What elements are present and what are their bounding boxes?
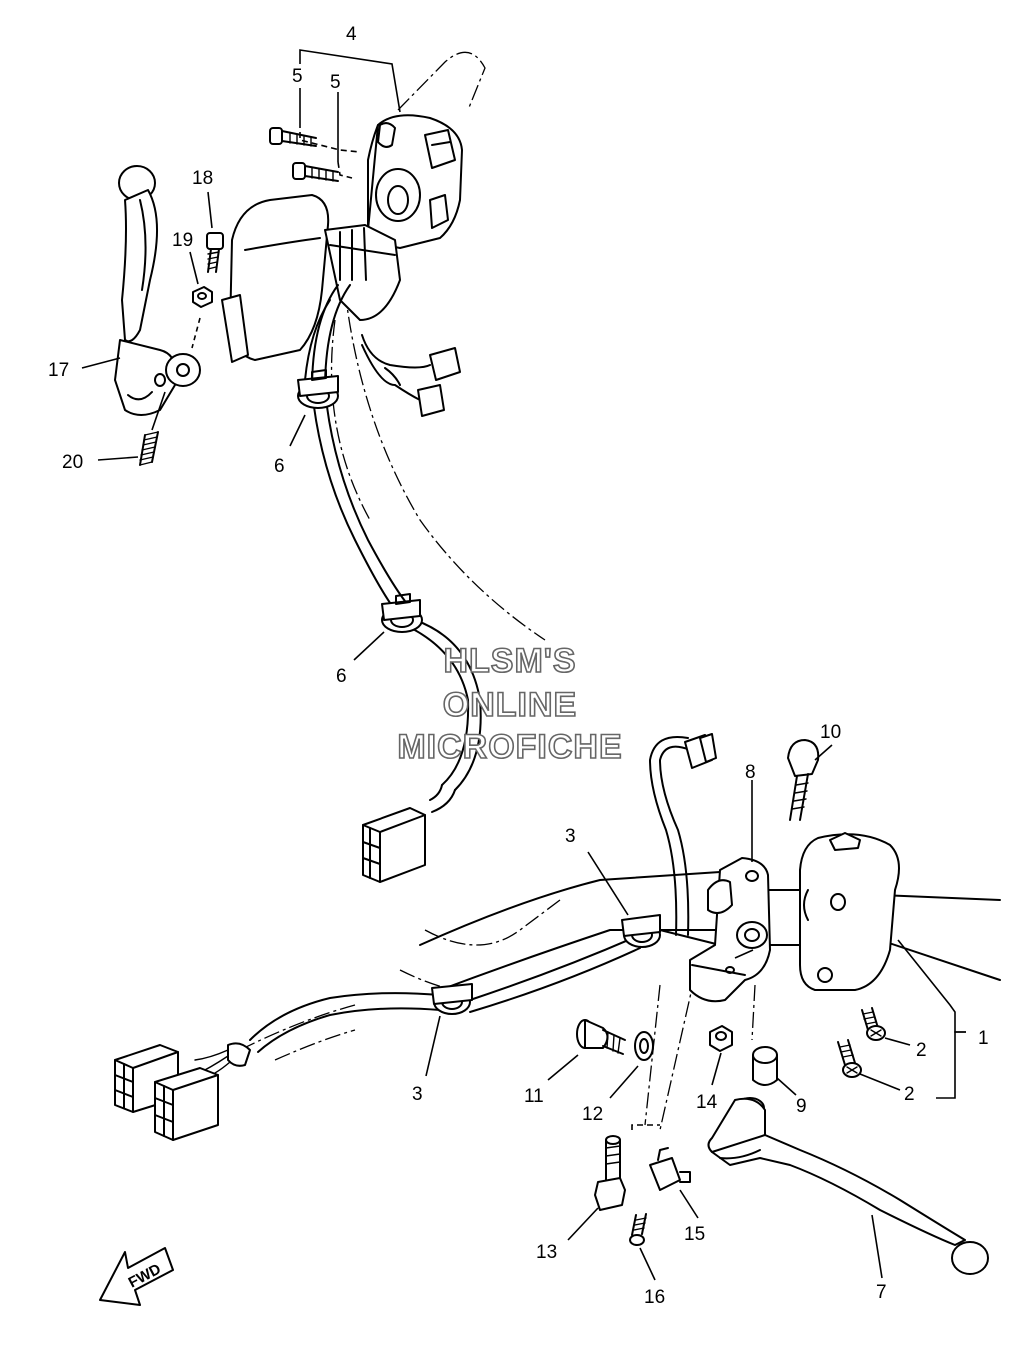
fwd-arrow-icon: FWD <box>99 1247 174 1306</box>
brake-light-switch <box>649 1147 691 1191</box>
callout-16: 16 <box>644 1287 665 1308</box>
lever-pivot-nut <box>192 286 213 308</box>
holder-washer <box>634 1031 654 1061</box>
right-harness-connector <box>114 1042 251 1141</box>
watermark-line-2: ONLINE <box>443 686 577 724</box>
reservoir-screw <box>787 739 820 821</box>
right-brake-lever <box>707 1097 989 1275</box>
cable-tie-right-lower <box>431 983 473 1015</box>
master-cylinder-bracket <box>689 857 771 1003</box>
switch-screw-upper <box>269 127 317 147</box>
callout-4: 4 <box>346 24 357 45</box>
lever-nut-right <box>709 1025 733 1052</box>
holder-bolt <box>576 1019 626 1055</box>
callout-6-upper: 6 <box>274 456 285 477</box>
callout-13: 13 <box>536 1242 557 1263</box>
callout-19: 19 <box>172 230 193 251</box>
switch-mount-screw <box>629 1213 647 1246</box>
lever-pivot-bolt <box>206 232 224 273</box>
callout-7: 7 <box>876 1282 887 1303</box>
cable-tie-right-upper <box>621 914 661 948</box>
left-clutch-lever <box>114 165 201 416</box>
callout-14: 14 <box>696 1092 718 1113</box>
lever-pivot-bolt-right <box>594 1135 626 1211</box>
callout-6-lower: 6 <box>336 666 347 687</box>
lever-collar <box>752 1046 778 1086</box>
cable-tie-upper <box>297 369 339 409</box>
watermark: HLSM'S ONLINE MICROFICHE <box>397 641 623 767</box>
callout-10: 10 <box>820 722 841 743</box>
callout-11: 11 <box>524 1086 544 1107</box>
callout-3-lower: 3 <box>412 1084 423 1105</box>
callout-17: 17 <box>48 360 69 381</box>
callout-2-lower: 2 <box>904 1084 915 1105</box>
right-handlebar-tube <box>419 871 1001 991</box>
callout-labels: 4 5 5 18 19 17 20 6 6 10 8 3 1 2 2 3 11 … <box>48 24 989 1308</box>
callout-12: 12 <box>582 1104 603 1125</box>
callout-2-upper: 2 <box>916 1040 927 1061</box>
left-switch-harness <box>304 284 482 791</box>
switch-screw-right-lower <box>837 1039 862 1078</box>
callout-8: 8 <box>745 762 756 783</box>
callout-3-upper: 3 <box>565 826 576 847</box>
switch-screw-lower <box>292 162 339 182</box>
callout-5-upper: 5 <box>292 66 303 87</box>
left-harness-connector <box>362 784 456 883</box>
right-handlebar-switch <box>799 832 900 991</box>
watermark-line-1: HLSM'S <box>443 642 576 680</box>
callout-1: 1 <box>978 1028 989 1049</box>
cable-tie-lower <box>381 593 423 633</box>
callout-20: 20 <box>62 452 83 473</box>
callout-15: 15 <box>684 1224 705 1245</box>
right-switch-harness <box>249 733 717 1053</box>
leader-lines <box>81 49 966 1281</box>
callout-9: 9 <box>796 1096 807 1117</box>
lever-spring <box>139 431 159 466</box>
callout-5-lower: 5 <box>330 72 341 93</box>
left-handlebar-switch <box>221 114 463 363</box>
switch-screw-right-upper <box>861 1007 886 1041</box>
callout-18: 18 <box>192 168 213 189</box>
watermark-line-3: MICROFICHE <box>397 728 622 766</box>
